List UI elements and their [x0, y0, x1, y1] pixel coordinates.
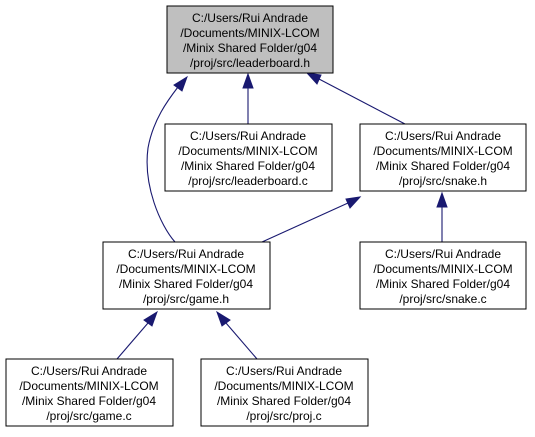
node-label-line: /proj/src/snake.c [399, 292, 486, 306]
node-game-c[interactable]: C:/Users/Rui Andrade /Documents/MINIX-LC… [5, 358, 174, 427]
edge-snake-h-to-leaderboard-h [305, 72, 406, 125]
node-label-line: /Documents/MINIX-LCOM [373, 144, 512, 158]
node-box [359, 123, 527, 192]
node-game-h[interactable]: C:/Users/Rui Andrade /Documents/MINIX-LC… [102, 241, 271, 310]
arrowhead-icon [436, 191, 448, 208]
arrowhead-icon [143, 310, 158, 327]
node-box [5, 358, 174, 427]
node-label-line: /Documents/MINIX-LCOM [19, 379, 158, 393]
node-label-line: C:/Users/Rui Andrade [31, 364, 147, 378]
node-label-line: C:/Users/Rui Andrade [226, 364, 342, 378]
node-label-line: /proj/src/game.c [46, 409, 131, 423]
edge-game-h-to-leaderboard-h [146, 75, 188, 243]
edge-game-h-to-snake-h [261, 196, 362, 243]
node-box [164, 123, 333, 192]
node-label-line: /Minix Shared Folder/g04 [376, 277, 510, 291]
arrowhead-icon [242, 72, 254, 89]
node-label-line: /Documents/MINIX-LCOM [214, 379, 353, 393]
node-snake-h[interactable]: C:/Users/Rui Andrade /Documents/MINIX-LC… [359, 123, 527, 192]
node-label-line: /proj/src/leaderboard.c [188, 174, 307, 188]
node-label-line: /Documents/MINIX-LCOM [180, 26, 319, 40]
node-label-line: /Minix Shared Folder/g04 [376, 159, 510, 173]
node-box [102, 241, 271, 310]
node-leaderboard-h[interactable]: C:/Users/Rui Andrade /Documents/MINIX-LC… [166, 5, 334, 74]
node-label-line: C:/Users/Rui Andrade [128, 247, 244, 261]
edge-leaderboard-c-to-leaderboard-h [242, 72, 254, 124]
node-label-line: /Minix Shared Folder/g04 [217, 394, 351, 408]
node-snake-c[interactable]: C:/Users/Rui Andrade /Documents/MINIX-LC… [359, 241, 527, 310]
node-label-line: /Documents/MINIX-LCOM [178, 144, 317, 158]
node-label-line: C:/Users/Rui Andrade [192, 11, 308, 25]
node-box [359, 241, 527, 310]
node-label-line: C:/Users/Rui Andrade [385, 247, 501, 261]
node-label-line: /Minix Shared Folder/g04 [22, 394, 156, 408]
node-label-line: /Documents/MINIX-LCOM [116, 262, 255, 276]
node-label-line: C:/Users/Rui Andrade [385, 129, 501, 143]
node-label-line: /proj/src/snake.h [399, 174, 487, 188]
node-label-line: /proj/src/game.h [143, 292, 229, 306]
node-box [166, 5, 334, 74]
node-leaderboard-c[interactable]: C:/Users/Rui Andrade /Documents/MINIX-LC… [164, 123, 333, 192]
node-box [200, 358, 369, 427]
node-label-line: /proj/src/leaderboard.h [190, 56, 310, 70]
node-proj-c[interactable]: C:/Users/Rui Andrade /Documents/MINIX-LC… [200, 358, 369, 427]
edge-snake-c-to-snake-h [436, 191, 448, 242]
edge-proj-c-to-game-h [216, 310, 258, 360]
arrowhead-icon [305, 72, 322, 85]
node-label-line: /Documents/MINIX-LCOM [373, 262, 512, 276]
node-label-line: /Minix Shared Folder/g04 [119, 277, 253, 291]
arrowhead-icon [216, 310, 231, 327]
node-label-line: /Minix Shared Folder/g04 [181, 159, 315, 173]
node-label-line: /proj/src/proj.c [246, 409, 321, 423]
arrowhead-icon [345, 196, 362, 209]
node-label-line: C:/Users/Rui Andrade [190, 129, 306, 143]
node-label-line: /Minix Shared Folder/g04 [183, 41, 317, 55]
arrowhead-icon [173, 75, 188, 92]
edge-game-c-to-game-h [116, 310, 158, 360]
